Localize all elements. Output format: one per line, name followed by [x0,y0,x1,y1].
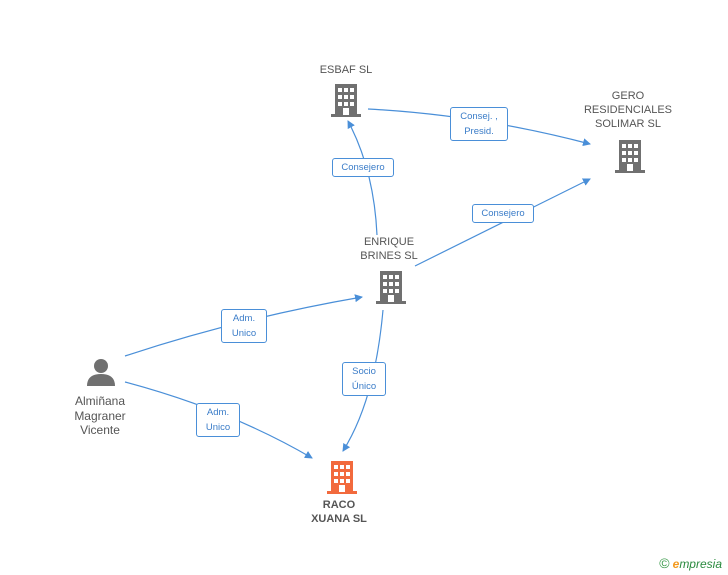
empresia-watermark: ©empresia [659,555,722,571]
copyright-icon: © [659,555,670,571]
edge-label-enrique-esbaf: Consejero [332,158,394,177]
edge-label-esbaf-gero: Consej. , Presid. [450,107,508,141]
empresia-logo: empresia [672,557,722,571]
edge-label-enrique-gero: Consejero [472,204,534,223]
node-label-esbaf[interactable]: ESBAF SL [319,64,373,76]
edge-label-person-raco: Adm. Unico [196,403,240,437]
node-label-gero[interactable]: GERO RESIDENCIALES SOLIMAR SL [583,90,673,130]
person-icon[interactable] [87,359,115,386]
node-label-raco[interactable]: RACO XUANA SL [311,499,367,525]
edge-enrique-esbaf [347,120,378,236]
building-icon-esbaf[interactable] [331,84,361,117]
building-icon-enrique[interactable] [376,271,406,304]
node-label-enrique[interactable]: ENRIQUE BRINES SL [360,236,418,262]
node-label-person[interactable]: Almiñana Magraner Vicente [74,394,126,437]
building-icon-gero[interactable] [615,140,645,173]
edge-label-enrique-raco: Socio Único [342,362,386,396]
edge-label-person-enrique: Adm. Unico [221,309,267,343]
building-icon-raco[interactable] [327,461,357,494]
